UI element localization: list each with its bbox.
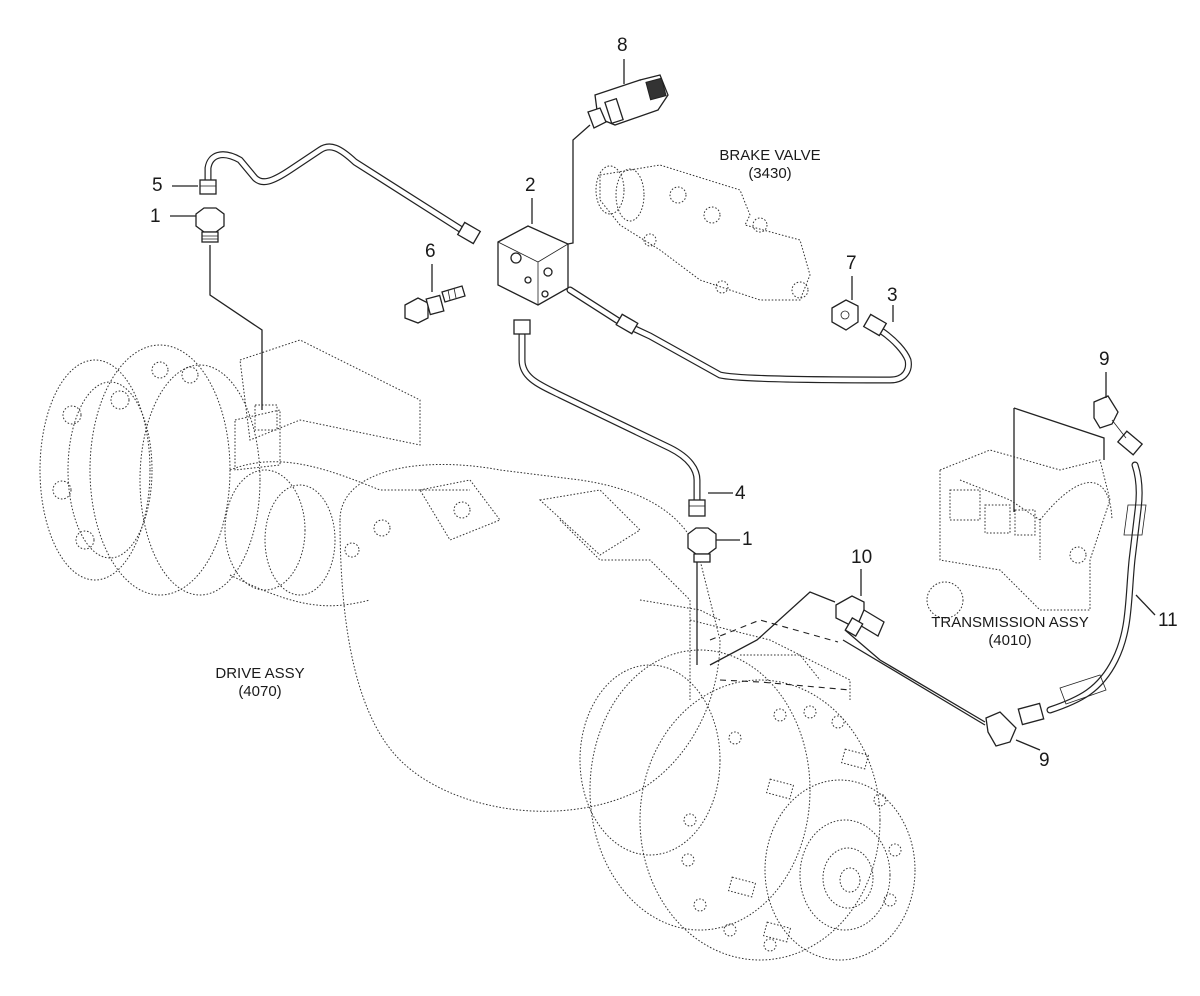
part-10-sender: [835, 595, 885, 637]
transmission-assy-label: TRANSMISSION ASSY (4010): [910, 615, 1110, 648]
drive-assy-code: (4070): [238, 683, 282, 700]
part-2-junction-block: [497, 225, 569, 306]
line-5-end-nut: [456, 221, 482, 245]
callout-6: 6: [425, 241, 436, 262]
line-3-end-nut: [862, 313, 888, 337]
callout-ticks: [170, 59, 1156, 751]
part-8-pressure-switch: [587, 74, 669, 129]
part-9-elbow-lower: [985, 702, 1045, 747]
part-4-tube-nut: [688, 499, 706, 517]
brake-valve-name: BRAKE VALVE: [719, 147, 821, 164]
brake-valve-code: (3430): [748, 165, 792, 182]
callout-9-lower: 9: [1039, 750, 1050, 771]
part-1-fitting-upper: [195, 207, 225, 243]
callout-8: 8: [617, 35, 628, 56]
leader-lines: [209, 124, 1105, 726]
callout-7: 7: [846, 253, 857, 274]
callout-3: 3: [887, 285, 898, 306]
brake-valve-drawing: [595, 164, 811, 301]
callout-9-upper: 9: [1099, 349, 1110, 370]
callout-5: 5: [152, 175, 163, 196]
callout-2: 2: [525, 175, 536, 196]
part-6-bolt: [404, 285, 466, 324]
line-4-block-nut: [513, 319, 531, 335]
drive-assy-label: DRIVE ASSY (4070): [195, 666, 325, 699]
transmission-assy-name: TRANSMISSION ASSY: [931, 614, 1089, 631]
callout-11: 11: [1158, 610, 1178, 631]
callout-1-lower: 1: [742, 529, 753, 550]
callout-10: 10: [851, 547, 873, 568]
drive-axle-drawing: [39, 339, 916, 961]
drive-assy-name: DRIVE ASSY: [215, 665, 305, 682]
part-7-adapter: [831, 299, 859, 331]
transmission-drawing: [926, 449, 1113, 619]
part-1-fitting-lower: [687, 527, 717, 563]
brake-lines: [204, 143, 1147, 714]
part-5-tube-nut: [199, 179, 217, 195]
line-3-block-nut: [615, 313, 639, 335]
part-9-elbow-upper: [1093, 395, 1144, 456]
transmission-assy-code: (4010): [988, 632, 1032, 649]
brake-valve-label: BRAKE VALVE (3430): [700, 148, 840, 181]
callout-4: 4: [735, 483, 746, 504]
callout-1-upper: 1: [150, 206, 161, 227]
